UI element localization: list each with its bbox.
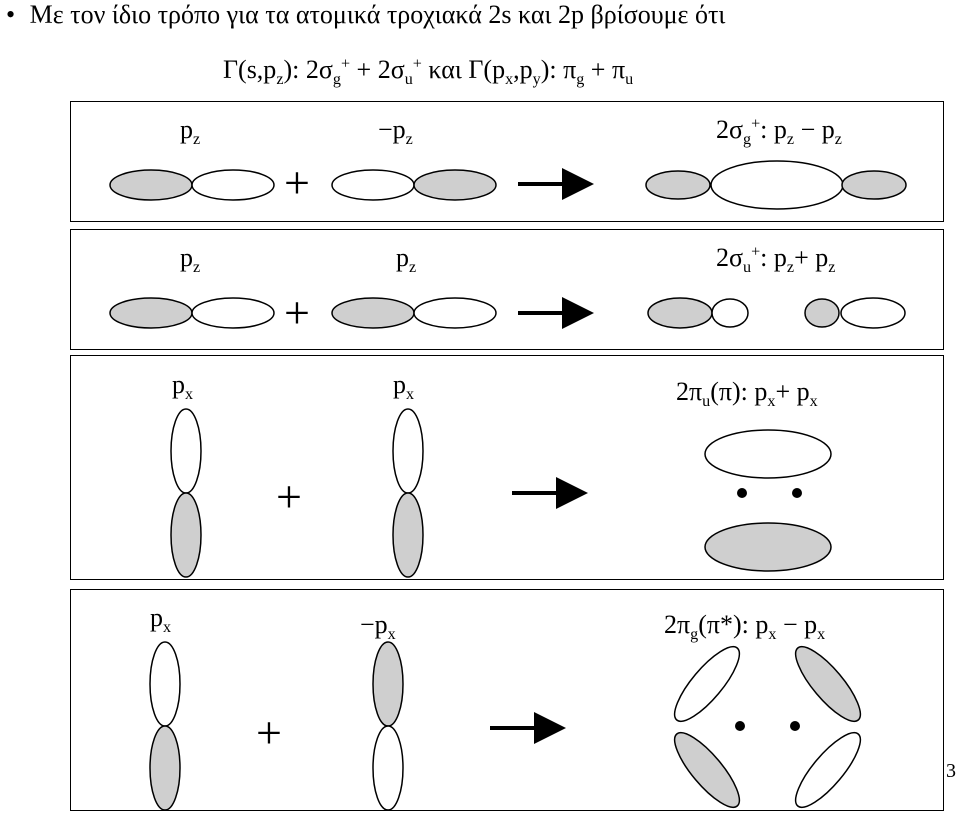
panel1-result-big-center xyxy=(710,160,844,210)
bullet: • xyxy=(6,0,16,29)
panel1-plus: + xyxy=(284,157,310,208)
panel4-result-br-white xyxy=(794,731,862,809)
panel-sigma-g xyxy=(70,101,944,222)
panel2-mid-lobe-shaded xyxy=(331,297,415,329)
panel4-result-tl-white xyxy=(673,645,741,723)
panel4-left-lobe-shaded xyxy=(149,725,181,811)
panel4-mid-lobe-white xyxy=(372,725,404,811)
panel1-mid-lobe-white xyxy=(331,169,415,201)
panel2-mid-lobe-white xyxy=(413,297,497,329)
panel1-result-small-left xyxy=(645,170,711,200)
panel4-result-bl-shaded xyxy=(673,731,741,809)
panel2-mid-label: pz xyxy=(396,243,417,277)
panel-pi-g xyxy=(70,589,944,811)
panel3-nucleus-right xyxy=(792,488,802,498)
heading-text: Με τον ίδιο τρόπο για τα ατομικά τροχιακ… xyxy=(29,0,726,29)
panel2-result-b-small xyxy=(804,298,840,328)
panel1-result-small-right xyxy=(841,170,907,200)
panel4-mid-lobe-shaded xyxy=(372,641,404,727)
panel3-left-label: px xyxy=(172,370,194,404)
panel3-mid-lobe-shaded xyxy=(392,492,424,578)
panel1-result-label: 2σg+: pz − pz xyxy=(716,115,842,149)
panel2-result-a-small xyxy=(711,298,749,328)
page-number: 3 xyxy=(946,760,956,782)
panel4-result-label: 2πg(π*): px − px xyxy=(664,610,826,644)
panel3-result-top-white xyxy=(704,429,832,479)
panel4-plus: + xyxy=(256,707,282,758)
panel2-result-label: 2σu+: pz+ pz xyxy=(716,243,836,277)
panel2-left-lobe-white xyxy=(191,297,275,329)
symmetry-decomposition: Γ(s,pz): 2σg+ + 2σu+ και Γ(px,py): πg + … xyxy=(223,55,634,89)
panel2-left-lobe-shaded xyxy=(109,297,193,329)
panel3-mid-lobe-white xyxy=(392,408,424,494)
panel2-left-label: pz xyxy=(180,243,201,277)
panel4-nucleus-left xyxy=(735,721,745,731)
panel1-mid-lobe-shaded xyxy=(413,169,497,201)
panel3-mid-label: px xyxy=(393,370,415,404)
panel2-result-a-shaded xyxy=(647,297,713,329)
panel2-plus: + xyxy=(284,287,310,338)
panel3-nucleus-left xyxy=(737,488,747,498)
heading: • Με τον ίδιο τρόπο για τα ατομικά τροχι… xyxy=(6,0,725,30)
panel-sigma-u xyxy=(70,229,944,350)
panel2-result-b-white xyxy=(840,297,906,329)
panel1-left-lobe-shaded xyxy=(109,169,193,201)
panel3-plus: + xyxy=(276,471,302,522)
panel4-result-tr-shaded xyxy=(794,645,862,723)
panel4-mid-label: −px xyxy=(360,610,396,644)
panel3-result-bottom-shaded xyxy=(704,522,832,572)
panel3-result-label: 2πu(π): px+ px xyxy=(676,377,818,411)
panel-pi-u xyxy=(70,355,944,580)
panel3-left-lobe-white xyxy=(170,408,202,494)
panel3-left-lobe-shaded xyxy=(170,492,202,578)
panel4-left-lobe-white xyxy=(149,641,181,727)
panel4-nucleus-right xyxy=(790,721,800,731)
panel4-left-label: px xyxy=(150,603,172,637)
panel1-left-label: pz xyxy=(180,115,201,149)
panel1-left-lobe-white xyxy=(191,169,275,201)
panel1-mid-label: −pz xyxy=(378,115,413,149)
